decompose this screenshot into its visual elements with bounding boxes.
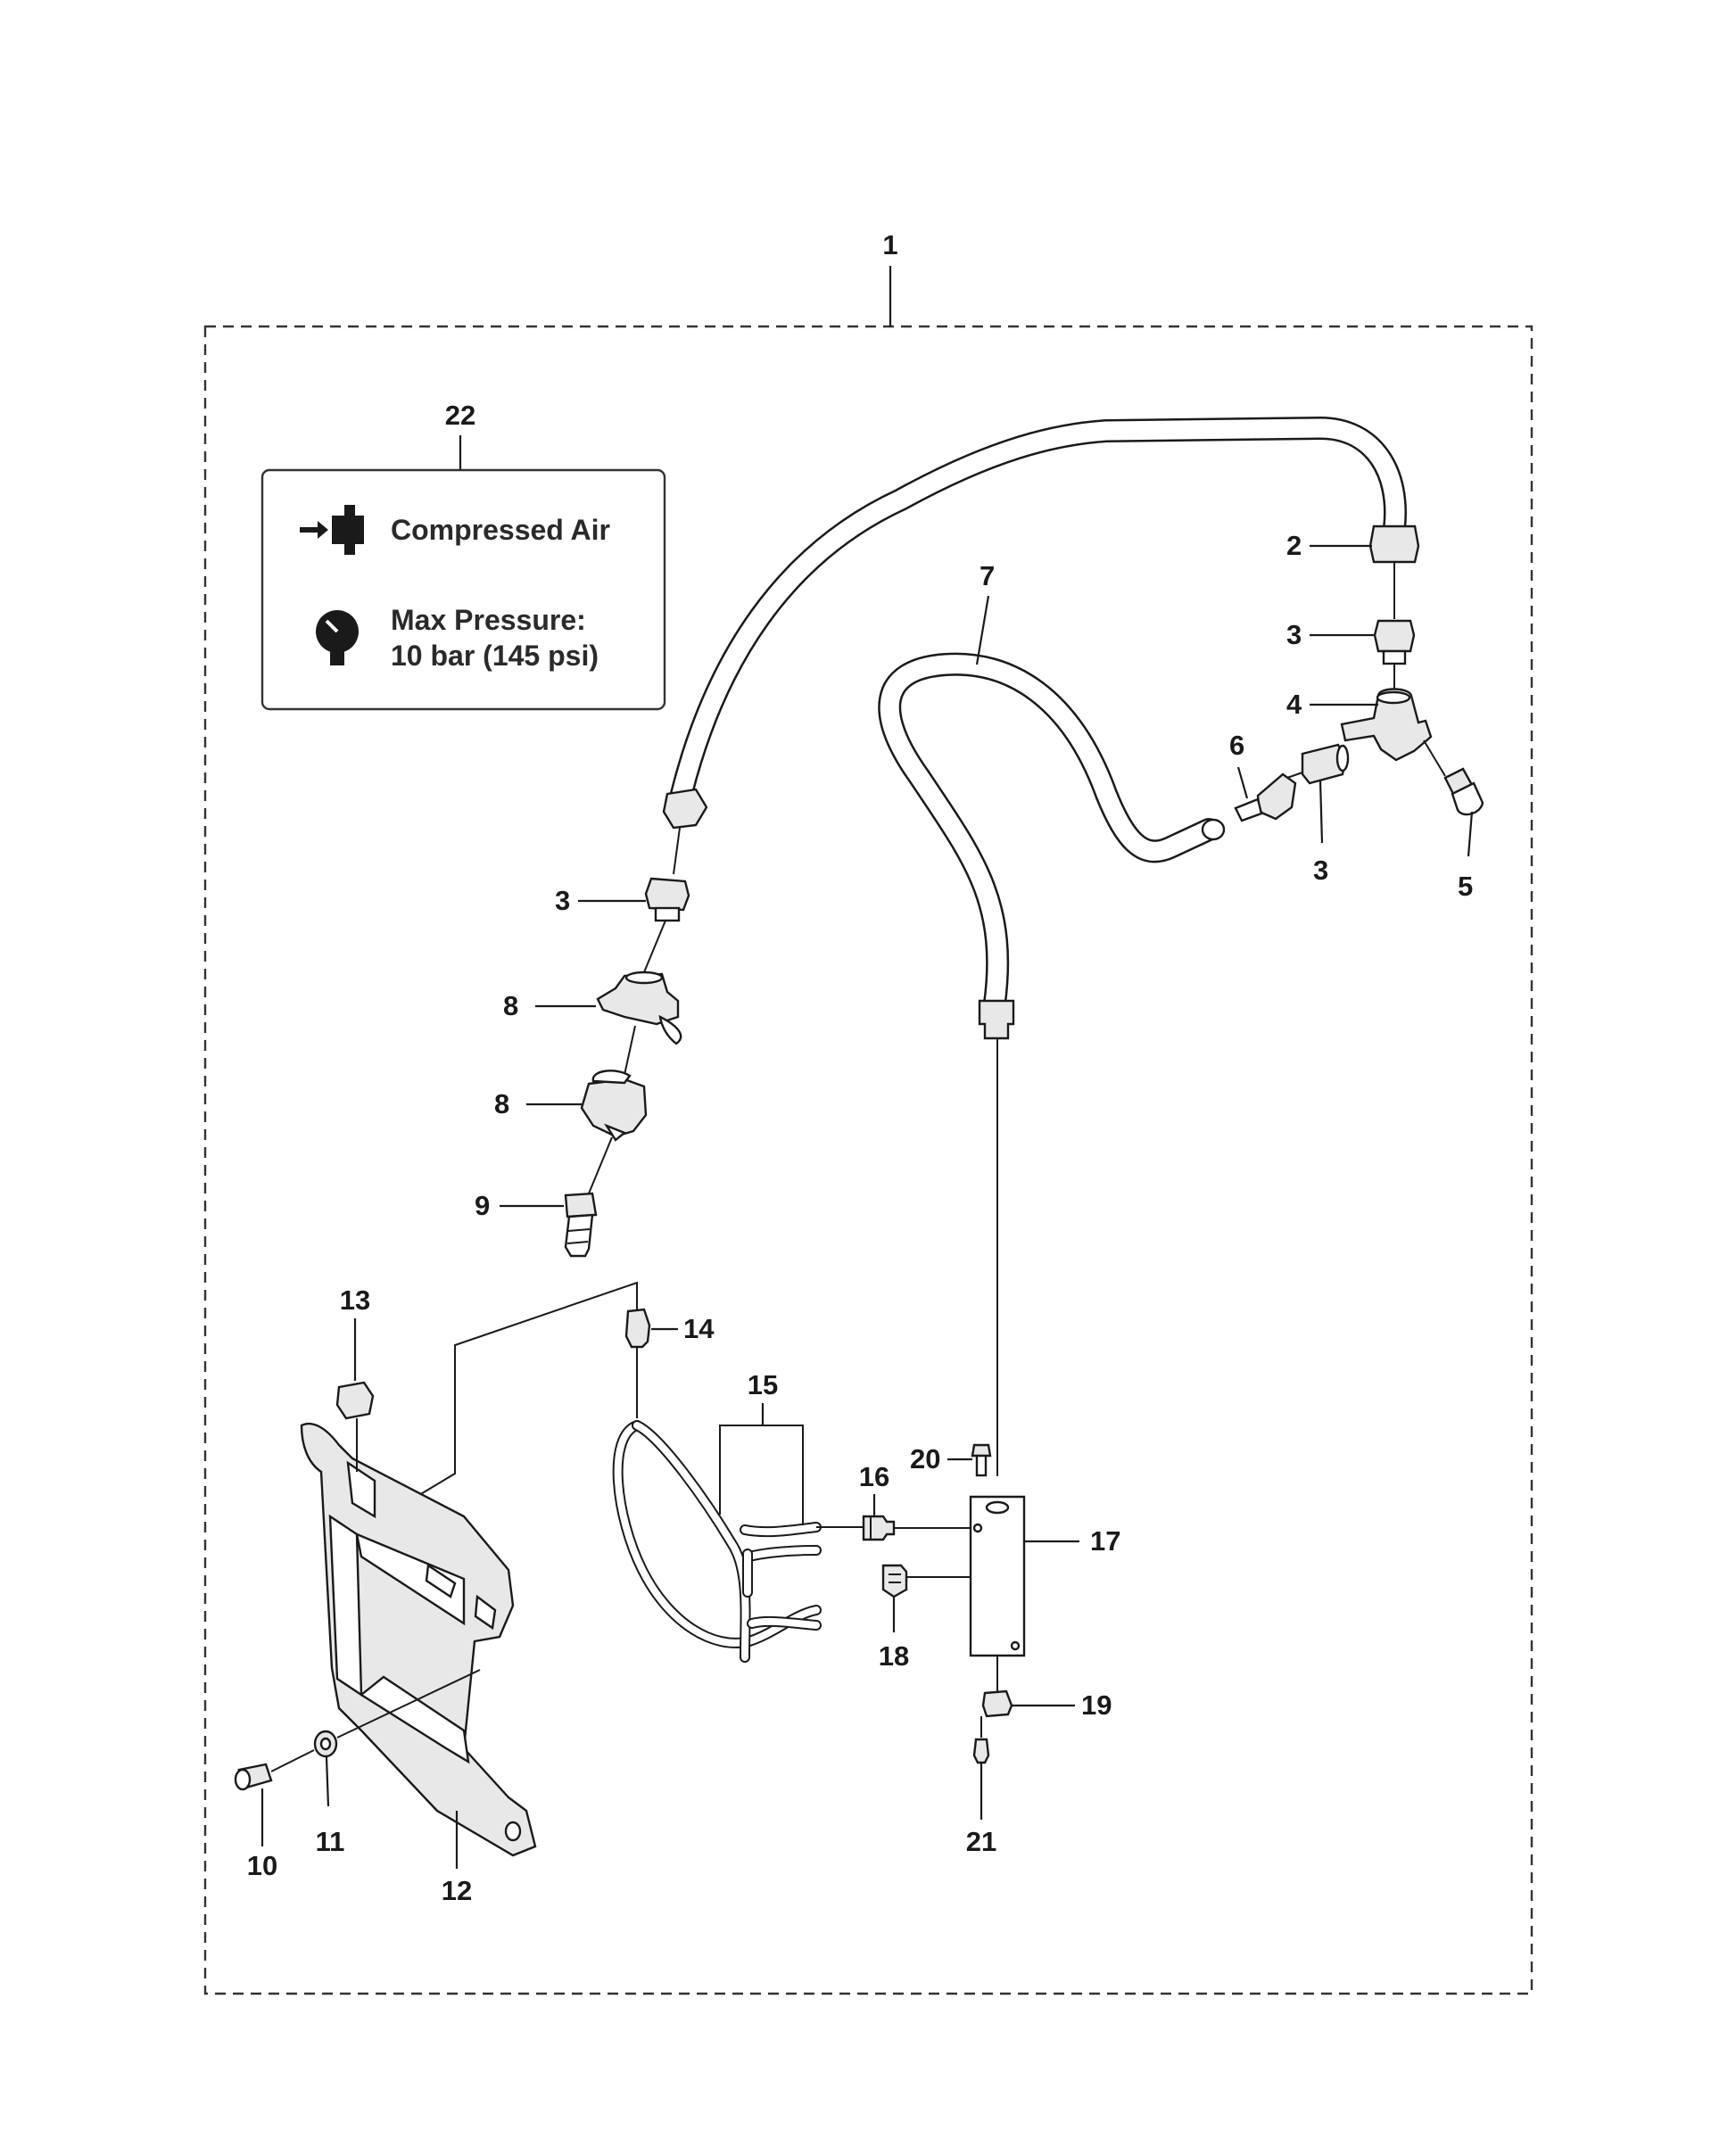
- callout-16[interactable]: 16: [859, 1461, 889, 1492]
- part-21-nozzle[interactable]: [972, 1738, 990, 1764]
- callout-14[interactable]: 14: [683, 1313, 715, 1344]
- callout-7[interactable]: 7: [980, 560, 995, 591]
- callout-9[interactable]: 9: [475, 1190, 490, 1221]
- hose-left-nut: [662, 788, 708, 830]
- callout-20[interactable]: 20: [910, 1443, 940, 1474]
- callout-8-upper[interactable]: 8: [503, 990, 518, 1021]
- part-18-plug[interactable]: [881, 1564, 908, 1598]
- callout-1[interactable]: 1: [882, 229, 897, 260]
- callout-2[interactable]: 2: [1286, 530, 1302, 561]
- bracket-12[interactable]: [300, 1281, 638, 1857]
- callout-3-mid[interactable]: 3: [1313, 855, 1328, 886]
- assembly-dashed-border: [203, 325, 1533, 1995]
- part-3-left-nipple[interactable]: [644, 877, 690, 912]
- callout-11[interactable]: 11: [316, 1826, 345, 1857]
- callout-6[interactable]: 6: [1229, 730, 1244, 761]
- part-16-connector[interactable]: [862, 1515, 896, 1541]
- callout-18[interactable]: 18: [879, 1640, 909, 1672]
- sticker-line-pressure-value: 10 bar (145 psi): [391, 640, 599, 672]
- hose-7-end-fitting: [978, 999, 1015, 1040]
- part-8-upper-claw-coupling[interactable]: [596, 971, 682, 1045]
- part-5-plug[interactable]: [1443, 767, 1484, 816]
- callout-22[interactable]: 22: [445, 400, 475, 431]
- callout-8-lower[interactable]: 8: [494, 1088, 509, 1119]
- callout-15[interactable]: 15: [748, 1369, 778, 1400]
- part-3-mid-nipple[interactable]: [1301, 743, 1347, 785]
- part-19-fitting[interactable]: [981, 1689, 1013, 1718]
- part-17-manifold-block[interactable]: [969, 1495, 1026, 1657]
- callout-5[interactable]: 5: [1458, 871, 1473, 902]
- part-2-nut[interactable]: [1368, 524, 1420, 564]
- part-13-clip[interactable]: [335, 1381, 375, 1472]
- part-8-lower-claw-coupling[interactable]: [580, 1070, 648, 1142]
- callout-labels: 2 3 4 5 6 3 7 3 8 8 9 10 11 12 13 14 15 …: [247, 530, 1473, 1906]
- callout-10[interactable]: 10: [247, 1850, 277, 1881]
- assembly-1: 1: [203, 229, 1533, 1995]
- callout-4[interactable]: 4: [1286, 689, 1302, 720]
- callout-17[interactable]: 17: [1090, 1525, 1120, 1557]
- main-hose: [662, 417, 1420, 830]
- tube-set-15[interactable]: [612, 1403, 822, 1663]
- label-sticker: 22 Compressed Air Max Pressure: 10 bar (…: [260, 400, 666, 711]
- callout-12[interactable]: 12: [442, 1875, 472, 1906]
- callout-19[interactable]: 19: [1081, 1689, 1112, 1721]
- part-9-hose-barb[interactable]: [564, 1192, 598, 1258]
- part-14-fitting[interactable]: [624, 1308, 651, 1349]
- right-fittings: [1234, 562, 1484, 822]
- hose-7: [878, 652, 1226, 1476]
- part-4-tee-fitting[interactable]: [1340, 688, 1433, 762]
- callout-21[interactable]: 21: [966, 1826, 996, 1857]
- left-fittings: [564, 827, 690, 1258]
- sticker-line-max-pressure: Max Pressure:: [391, 604, 586, 636]
- callout-3-left[interactable]: 3: [555, 885, 570, 916]
- part-11-washer[interactable]: [313, 1730, 338, 1758]
- callout-leaders: [260, 544, 1474, 1869]
- compressed-air-connector-icon: [300, 505, 364, 555]
- part-20-screw[interactable]: [971, 1443, 992, 1477]
- pressure-gauge-icon: [316, 610, 359, 665]
- part-3-top-nipple[interactable]: [1373, 619, 1416, 653]
- callout-3-top[interactable]: 3: [1286, 619, 1302, 650]
- part-6-adapter[interactable]: [1256, 772, 1297, 821]
- sticker-frame: [260, 468, 666, 711]
- sticker-line-compressed-air: Compressed Air: [391, 514, 610, 546]
- callout-13[interactable]: 13: [340, 1284, 370, 1316]
- part-10-bolt[interactable]: [234, 1763, 273, 1791]
